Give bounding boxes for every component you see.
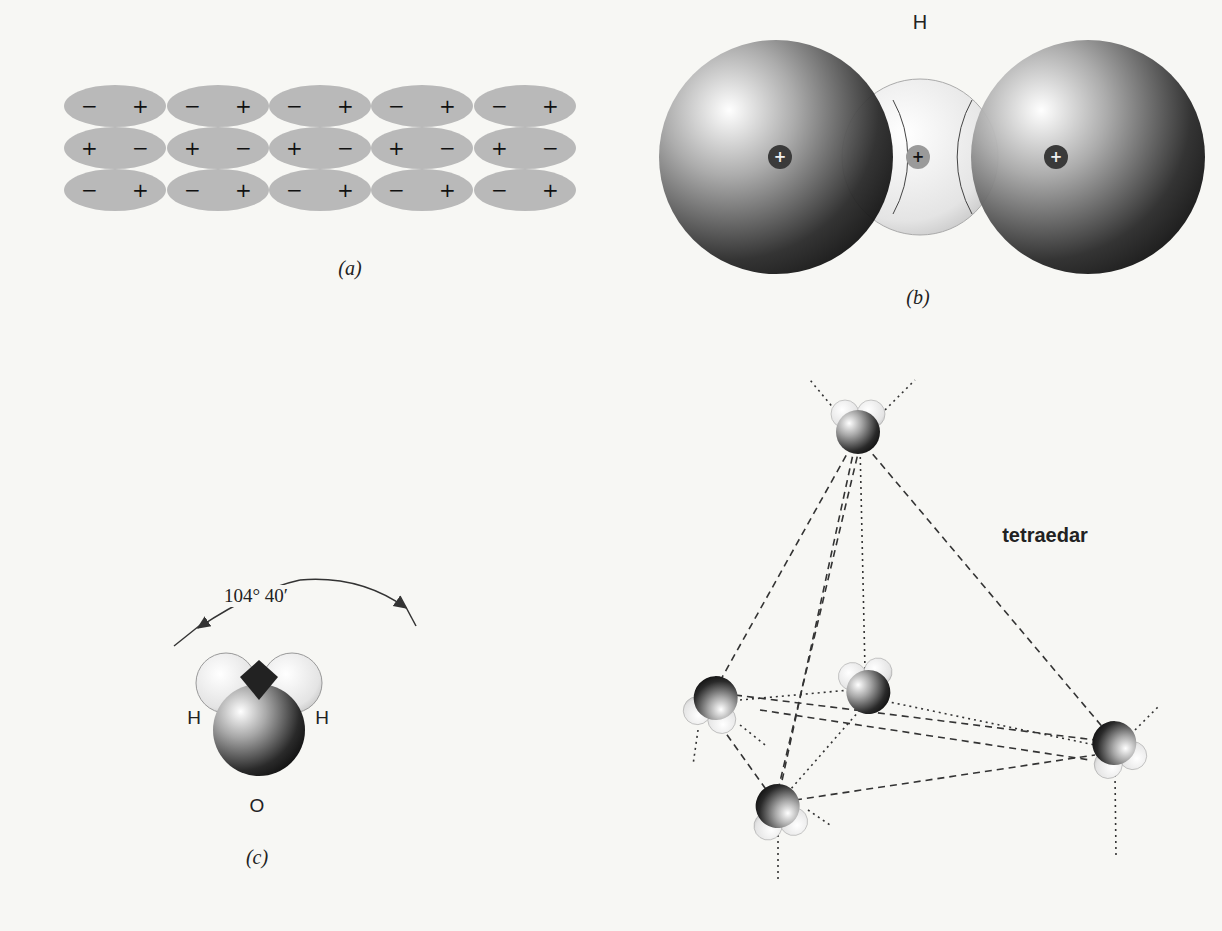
charge-sign: +: [388, 136, 405, 160]
charge-sign: +: [774, 150, 787, 165]
charge-sign: +: [542, 94, 559, 118]
charge-sign: +: [912, 150, 925, 165]
water-molecules: [679, 400, 1150, 842]
charge-sign: +: [1050, 150, 1063, 165]
nucleus-dot: +: [768, 145, 792, 169]
charge-sign: −: [337, 136, 354, 160]
charge-sign: +: [132, 94, 149, 118]
charge-sign: −: [184, 178, 201, 202]
dipole-ellipse: −+: [167, 169, 269, 211]
panel-label: (a): [338, 257, 361, 280]
dipole-ellipse: −+: [269, 169, 371, 211]
tetrahedron-lines: [693, 380, 1160, 880]
structure-label: tetraedar: [1002, 524, 1088, 547]
charge-sign: −: [235, 136, 252, 160]
charge-sign: +: [491, 136, 508, 160]
charge-sign: −: [286, 94, 303, 118]
charge-sign: +: [439, 94, 456, 118]
charge-sign: −: [388, 94, 405, 118]
atom-label: O: [250, 795, 265, 817]
dipole-ellipse: −+: [474, 169, 576, 211]
charge-sign: +: [542, 178, 559, 202]
hydrogen-bond-spheres: [659, 40, 1205, 274]
charge-sign: −: [491, 94, 508, 118]
nucleus-dot: +: [906, 145, 930, 169]
charge-sign: +: [286, 136, 303, 160]
dipole-ellipse: +−: [269, 127, 371, 169]
charge-sign: −: [132, 136, 149, 160]
charge-sign: −: [542, 136, 559, 160]
charge-sign: −: [184, 94, 201, 118]
bond-angle: [174, 579, 416, 646]
atom-label: H: [913, 11, 927, 34]
water-molecule: [196, 653, 322, 776]
dipole-ellipse: −+: [64, 169, 166, 211]
dipole-ellipse: +−: [371, 127, 473, 169]
atom-label: H: [315, 707, 329, 729]
panel-label: (b): [906, 286, 929, 309]
dipole-ellipse: +−: [167, 127, 269, 169]
dipole-ellipse: −+: [269, 85, 371, 127]
angle-label: 104° 40′: [220, 585, 292, 607]
nucleus-dot: +: [1044, 145, 1068, 169]
panel-label: (c): [246, 846, 268, 869]
charge-sign: +: [439, 178, 456, 202]
charge-sign: −: [286, 178, 303, 202]
charge-sign: +: [81, 136, 98, 160]
charge-sign: +: [337, 178, 354, 202]
charge-sign: −: [81, 94, 98, 118]
charge-sign: +: [132, 178, 149, 202]
dipole-ellipse: −+: [167, 85, 269, 127]
dipole-ellipse: −+: [371, 85, 473, 127]
charge-sign: +: [184, 136, 201, 160]
charge-sign: +: [337, 94, 354, 118]
charge-sign: +: [235, 178, 252, 202]
charge-sign: −: [439, 136, 456, 160]
dipole-ellipse: +−: [64, 127, 166, 169]
dipole-ellipse: −+: [64, 85, 166, 127]
dipole-ellipse: +−: [474, 127, 576, 169]
charge-sign: +: [235, 94, 252, 118]
charge-sign: −: [388, 178, 405, 202]
charge-sign: −: [491, 178, 508, 202]
atom-label: H: [187, 707, 201, 729]
charge-sign: −: [81, 178, 98, 202]
dipole-ellipse: −+: [371, 169, 473, 211]
dipole-ellipse: −+: [474, 85, 576, 127]
